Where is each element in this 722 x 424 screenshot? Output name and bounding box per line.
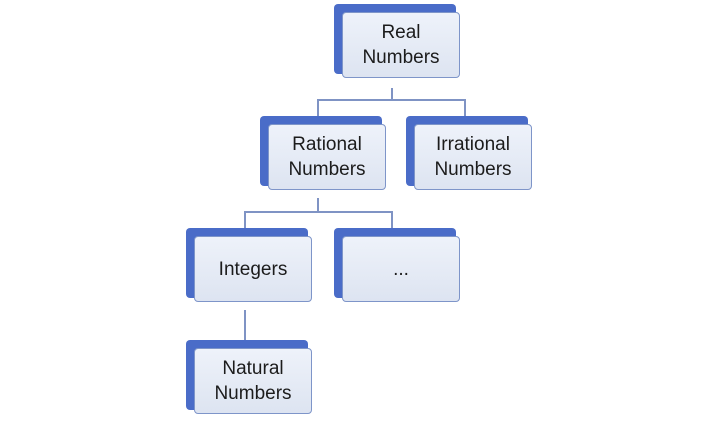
node-box: Rational Numbers [268,124,386,190]
node-label: Integers [218,258,288,280]
node-box: Integers [194,236,312,302]
node-irrational-numbers: Irrational Numbers [406,116,536,192]
node-label: Irrational Numbers [434,134,512,180]
connector-rational-ellipsis [318,211,393,232]
node-label: Natural Numbers [214,358,292,404]
connector-real-rational [317,88,393,120]
node-box: ... [342,236,460,302]
node-box: Natural Numbers [194,348,312,414]
node-box: Irrational Numbers [414,124,532,190]
node-integers: Integers [186,228,316,304]
node-natural-numbers: Natural Numbers [186,340,316,416]
node-label: Rational Numbers [288,134,366,180]
node-label: ... [393,258,409,280]
connector-real-irrational [392,99,466,120]
node-label: Real Numbers [362,22,440,68]
connector-rational-integers [244,198,319,232]
node-box: Real Numbers [342,12,460,78]
node-ellipsis: ... [334,228,464,304]
node-real-numbers: Real Numbers [334,4,464,80]
node-rational-numbers: Rational Numbers [260,116,390,192]
